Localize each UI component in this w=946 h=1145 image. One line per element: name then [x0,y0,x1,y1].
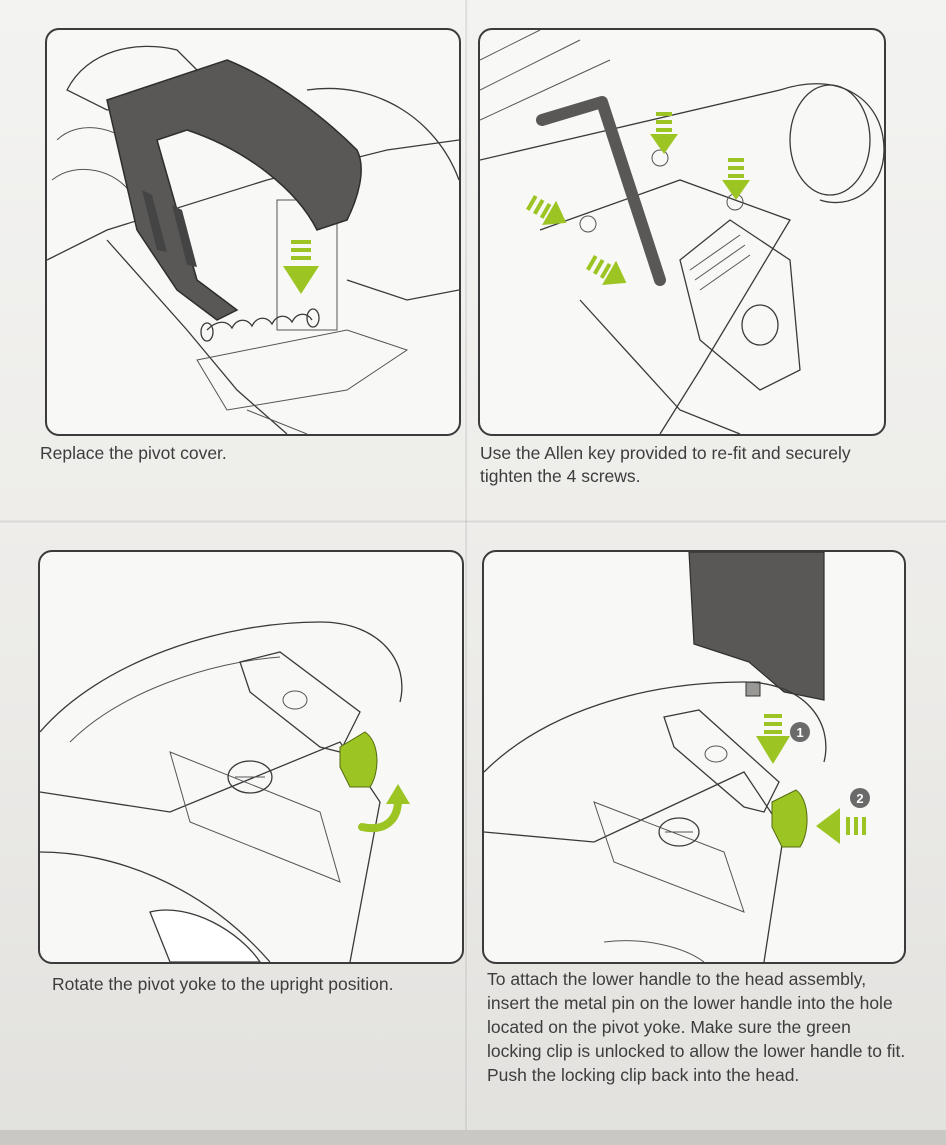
pivot-yoke-hole [704,745,728,763]
rotate-arrow-icon [358,796,402,833]
step-3-illustration [38,550,464,964]
step-1-caption: Replace the pivot cover. [40,443,227,463]
rail-line-3 [480,59,611,121]
screw-arrow-icon [586,255,627,286]
head-outline-top [484,681,827,773]
pivot-plate [593,801,745,913]
spring [200,308,320,342]
roller-edge [603,940,705,962]
pivot-yoke [239,651,361,753]
rotate-arrow-head-icon [386,784,410,804]
step-4-illustration: 1 2 [482,550,906,964]
body-curve-top [306,87,459,181]
metal-pin [745,681,761,697]
callout-label-2: 2 [856,791,863,806]
callout-label-1: 1 [796,725,803,740]
step-3-caption: Rotate the pivot yoke to the upright pos… [52,974,394,994]
paper-fold-vertical [465,0,468,1145]
base-plate [196,329,409,411]
housing-top-edge [480,89,781,161]
step-2-caption: Use the Allen key provided to re-fit and… [480,443,851,486]
base-line [246,409,308,434]
step-2-illustration [478,28,886,436]
screw-arrow-icon [722,158,750,200]
paper-bottom-edge [0,1130,946,1145]
head-lower-curve [40,851,271,962]
pivot-cover-tab-2 [172,205,197,267]
wheel-outline [779,83,884,204]
left-arrow-icon [816,808,866,844]
head-body-edge [484,771,785,962]
locking-clip [771,789,808,848]
rail-line-2 [480,39,581,91]
locking-clip [339,731,378,788]
allen-key [536,96,666,286]
body-edge-right [346,279,459,301]
screw-hole-1 [651,149,669,167]
connector-socket [741,304,779,346]
screw-arrow-icon [650,112,678,154]
connector-ribs [689,234,751,291]
wheel [789,84,871,196]
down-arrow-icon [283,240,319,294]
pivot-plate [169,751,341,883]
screw-arrow-icon [526,195,567,226]
step-4-caption: To attach the lower handle to the head a… [487,969,906,1085]
roller [149,909,261,962]
callout-badge-2 [850,788,870,808]
connector-block [679,219,801,391]
pivot-screw [658,817,700,847]
down-arrow-icon [756,714,790,764]
body-edge-left [106,239,288,434]
callout-badge-1 [790,722,810,742]
step-1-illustration [45,28,461,436]
hand-finger-2 [51,168,133,196]
head-outline-top [40,621,403,733]
pivot-cover-tab-1 [142,190,167,252]
pivot-yoke-hole [282,690,308,710]
paper-fold-horizontal [0,520,946,524]
pivot-screw [227,760,273,794]
head-body-edge [40,741,381,962]
pivot-yoke [663,709,780,813]
head-inner-line [69,656,281,743]
screw-hole-2 [579,215,597,233]
body-edge-top [47,139,459,261]
rail-line-1 [480,30,541,61]
pivot-cover [106,59,362,321]
lower-handle [688,552,825,701]
housing-lower-edge [579,299,741,434]
